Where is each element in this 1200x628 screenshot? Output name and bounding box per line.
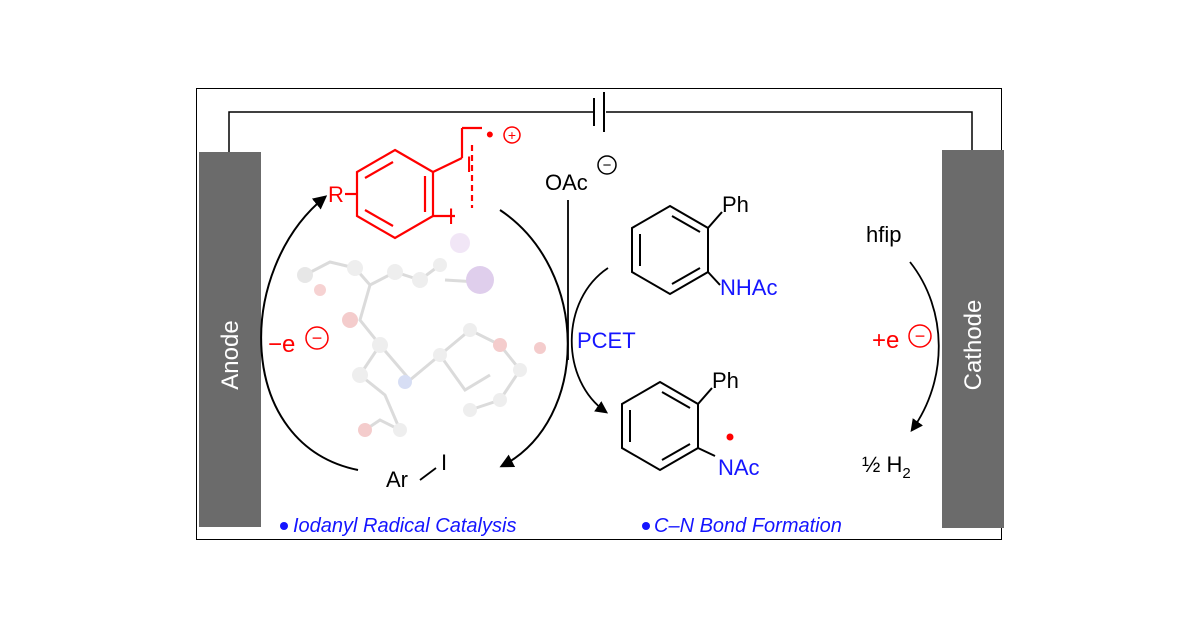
battery-icon [593,92,605,132]
aryl-iodide-i: I [441,450,447,475]
solvent-hfip: hfip [866,222,901,247]
cycle-arrow-anode [260,195,359,471]
anode-electron-charge-sign: − [312,328,323,348]
cathode-arrow [909,261,940,433]
radical-product-dot [726,433,734,441]
anode-label: Anode [217,320,244,389]
cathode-electron-charge-sign: − [915,326,926,346]
acetate-label: OAc [545,170,588,195]
substituent-r: R [328,182,344,207]
cation-charge-circle [503,126,521,144]
anode-electron-charge-circle [305,326,329,350]
circuit-wire [228,111,973,152]
aryl-iodide-ar: Ar [386,467,408,492]
cathode-reduction-label: +e [872,327,899,354]
substrate-phenyl: Ph [722,192,749,217]
pcet-arrow [570,267,609,414]
substrate-structure [631,204,723,296]
crystal-structure-image [297,233,546,437]
acetate-charge-circle [597,155,617,175]
acetate-charge-sign: − [603,157,612,174]
bullet-1-dot [280,522,288,530]
cation-charge-sign: + [508,127,516,143]
footer-cn-bond-formation: C–N Bond Formation [654,515,842,537]
amidyl-radical-structure [621,380,716,472]
cycle-arrow-right [499,209,569,468]
footer-iodanyl-radical-catalysis: Iodanyl Radical Catalysis [293,515,516,537]
anode-electrode [199,152,261,527]
radical-product-amide: NAc [718,455,760,480]
iodine-bottom: I [448,204,454,229]
hydrogen-product: ½ H2 [862,452,911,482]
radical-product-phenyl: Ph [712,368,739,393]
cathode-electrode [942,150,1004,528]
iodine-top: I [466,152,472,177]
substrate-amide: NHAc [720,275,777,300]
radical-dot: • [486,122,494,147]
cathode-electron-charge-circle [908,324,932,348]
iodanyl-radical-catalyst [345,126,482,240]
bullet-2-dot [642,522,650,530]
cathode-label: Cathode [960,300,987,391]
pcet-label: PCET [577,328,636,353]
anode-oxidation-label: −e [268,331,295,358]
aryl-iodide-bond [419,467,437,481]
